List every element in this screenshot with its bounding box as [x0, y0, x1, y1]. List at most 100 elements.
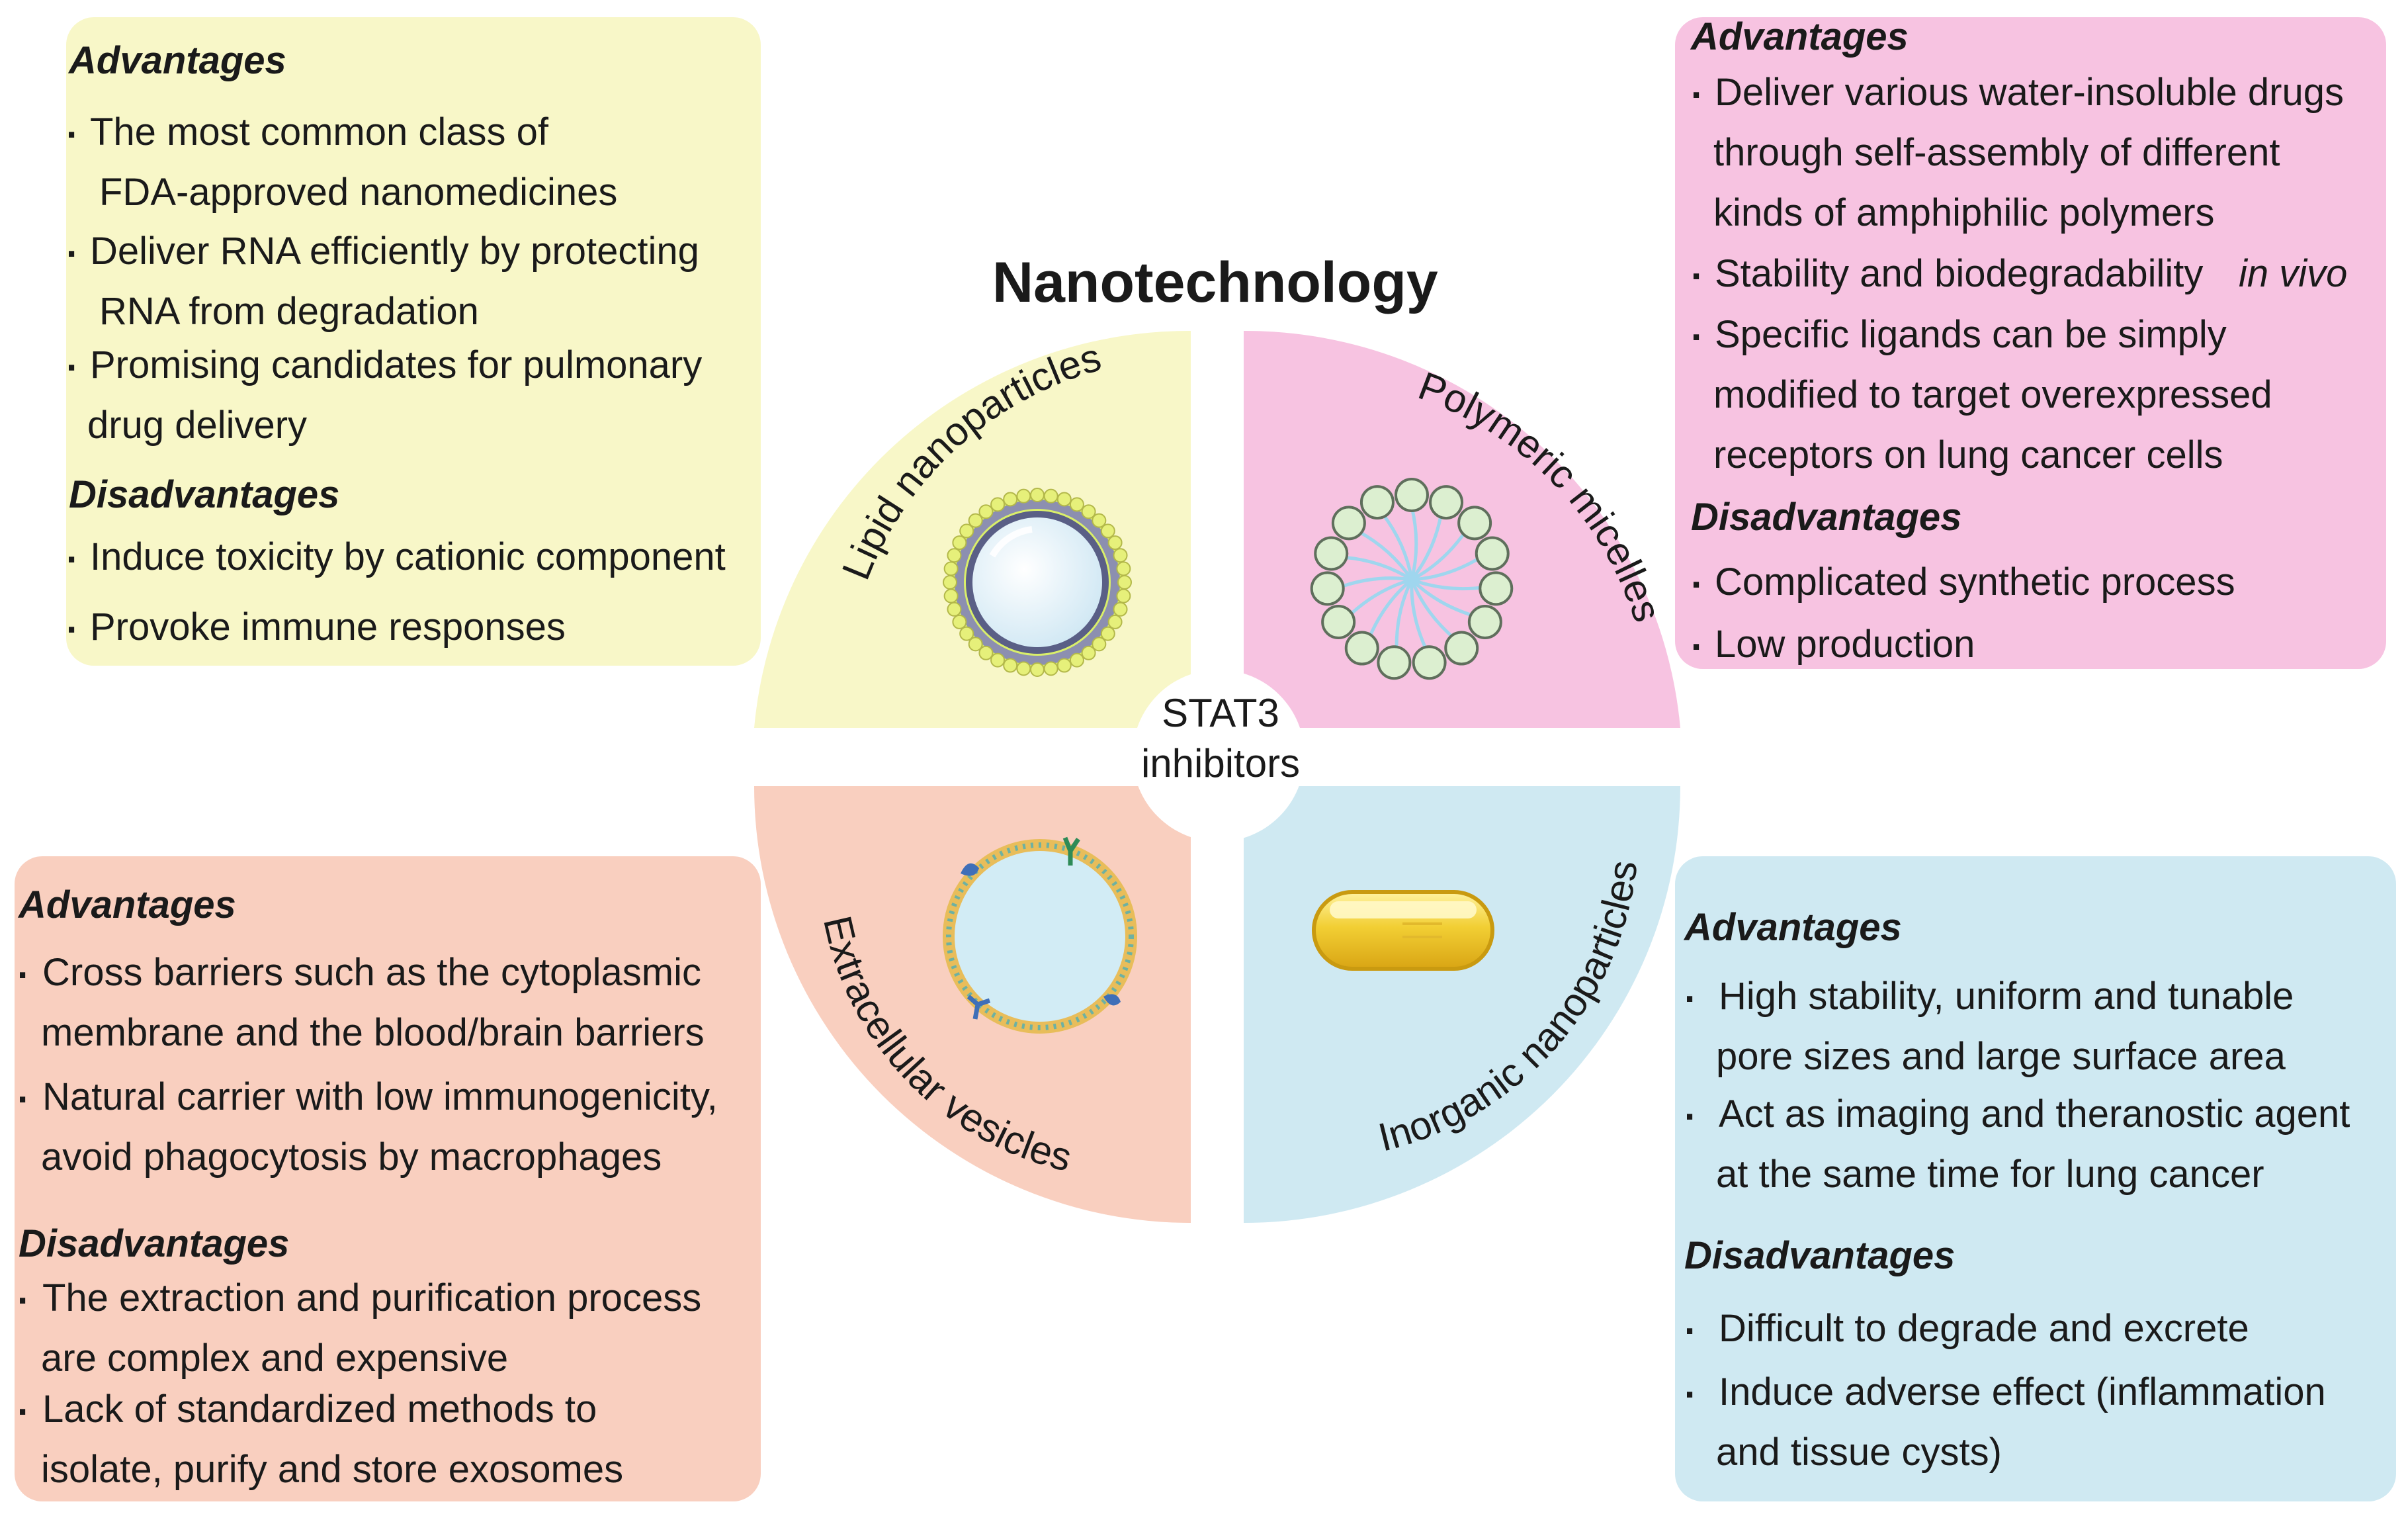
polymeric-advantages-heading: Advantages	[1691, 15, 1909, 58]
bullet: ·	[17, 1078, 30, 1121]
receptor-icon	[967, 995, 991, 1020]
bullet: ·	[66, 608, 79, 651]
bullet: ·	[66, 232, 79, 275]
extracellular-vesicle-icon	[943, 836, 1137, 1034]
polymeric-adv-line: kinds of amphiphilic polymers	[1713, 191, 2215, 234]
extracellular-panel	[15, 856, 761, 1501]
polymeric-adv-line: Specific ligands can be simply	[1715, 313, 2227, 356]
center-circle	[1133, 670, 1305, 842]
lipid-head-bead	[990, 497, 1006, 512]
extracellular-advantages-heading: Advantages	[19, 883, 236, 926]
lipid-head-bead	[959, 523, 974, 539]
polymeric-adv-line: Stability and biodegradability	[1715, 252, 2204, 295]
polymer-head-bead	[1444, 631, 1479, 666]
lipid-head-bead	[1030, 662, 1045, 677]
polymer-head-bead	[1377, 645, 1412, 680]
lipid-head-bead	[1003, 658, 1018, 673]
lipid-disadvantages-heading: Disadvantages	[69, 473, 340, 516]
lipid-head-bead	[968, 637, 983, 652]
lipid-head-bead	[1069, 652, 1084, 668]
lipid-head-bead	[943, 588, 959, 603]
lipid-dis-line: Induce toxicity by cationic component	[90, 535, 726, 578]
polymeric-adv-italic: in vivo	[2239, 252, 2348, 295]
inorganic-dis-line: and tissue cysts)	[1716, 1431, 2002, 1474]
lipid-head-bead	[1116, 588, 1131, 603]
extracellular-dis-line: The extraction and purification process	[42, 1276, 702, 1319]
lipid-head-bead	[978, 504, 994, 519]
polymer-tail	[1357, 529, 1414, 581]
inorganic-adv-line: High stability, uniform and tunable	[1719, 975, 2294, 1018]
lipid-adv-line: FDA-approved nanomedicines	[99, 171, 618, 214]
lipid-dis-line: Provoke immune responses	[90, 605, 566, 648]
polymer-tail	[1338, 576, 1412, 589]
polymeric-micelle-icon	[1310, 478, 1514, 680]
lipid-head-bead	[959, 626, 974, 641]
extracellular-adv-line: Cross barriers such as the cytoplasmic	[42, 951, 701, 994]
polymer-tail	[1411, 555, 1482, 582]
bullet: ·	[1691, 563, 1704, 606]
bullet: ·	[66, 538, 79, 581]
lipid-head-bead	[1056, 658, 1072, 673]
lipid-head-bead	[1092, 513, 1107, 528]
lipid-adv-line: drug delivery	[87, 404, 308, 447]
lipid-head-bead	[1069, 497, 1084, 512]
lipid-head-bead	[1016, 488, 1031, 504]
receptor-icon	[961, 863, 979, 876]
polymeric-adv-line: Deliver various water-insoluble drugs	[1715, 71, 2344, 114]
extracellular-dis-line: are complex and expensive	[41, 1337, 509, 1380]
extracellular-adv-line: Natural carrier with low immunogenicity,	[42, 1075, 718, 1118]
bullet: ·	[1684, 1095, 1698, 1138]
lipid-head-bead	[952, 535, 967, 551]
lipid-head-bead	[1100, 523, 1115, 539]
polymer-head-bead	[1457, 506, 1492, 541]
lipid-adv-line: RNA from degradation	[99, 290, 479, 333]
polymeric-adv-line: receptors on lung cancer cells	[1713, 433, 2223, 476]
polymeric-dis-line: Low production	[1715, 623, 1975, 666]
bullet: ·	[1691, 255, 1704, 298]
bullet: ·	[1691, 316, 1704, 359]
polymer-head-bead	[1467, 605, 1502, 639]
polymer-tail	[1367, 578, 1413, 639]
polymer-tail	[1348, 578, 1412, 617]
inorganic-panel	[1675, 856, 2396, 1501]
polymeric-disadvantages-heading: Disadvantages	[1691, 496, 1962, 539]
lipid-head-bead	[1043, 661, 1058, 676]
bullet: ·	[17, 1279, 30, 1322]
bullet: ·	[1684, 977, 1698, 1020]
lipid-head-bead	[978, 645, 994, 660]
polymeric-adv-line: modified to target overexpressed	[1713, 373, 2272, 416]
polymer-tail	[1410, 579, 1456, 640]
polymer-tail	[1381, 512, 1414, 580]
lipid-adv-line: Deliver RNA efficiently by protecting	[90, 230, 699, 273]
lipid-nanoparticle-icon	[943, 488, 1132, 677]
bullet: ·	[66, 346, 79, 389]
polymer-tail	[1342, 555, 1413, 582]
lipid-head-bead	[947, 548, 962, 563]
lipid-head-bead	[1030, 488, 1045, 502]
polymer-head-bead	[1331, 506, 1366, 541]
inorganic-nanorod-icon	[1312, 890, 1494, 971]
lipid-head-bead	[1113, 548, 1128, 563]
polymer-tail	[1410, 506, 1418, 580]
lipid-head-bead	[947, 602, 962, 617]
bullet: ·	[66, 113, 79, 156]
lipid-head-bead	[952, 614, 967, 629]
lipid-head-bead	[968, 513, 983, 528]
lipid-head-bead	[1003, 492, 1018, 507]
lipid-head-bead	[1016, 661, 1031, 676]
lipid-advantages-heading: Advantages	[69, 39, 286, 82]
lipid-head-bead	[943, 561, 959, 576]
bullet: ·	[1684, 1373, 1698, 1416]
bullet: ·	[17, 954, 30, 997]
center-label-line: STAT3	[1162, 691, 1279, 735]
inorganic-dis-line: Induce adverse effect (inflammation	[1719, 1370, 2326, 1413]
polymer-head-bead	[1310, 571, 1345, 606]
lipid-head-bead	[1113, 602, 1128, 617]
extracellular-dis-line: isolate, purify and store exosomes	[41, 1448, 624, 1491]
polymer-tail	[1410, 513, 1443, 581]
inorganic-adv-line: pore sizes and large surface area	[1716, 1035, 2286, 1078]
extracellular-disadvantages-heading: Disadvantages	[19, 1222, 290, 1265]
receptor-icon	[1062, 836, 1080, 866]
polymer-head-bead	[1475, 536, 1510, 571]
bullet: ·	[1684, 1310, 1698, 1353]
